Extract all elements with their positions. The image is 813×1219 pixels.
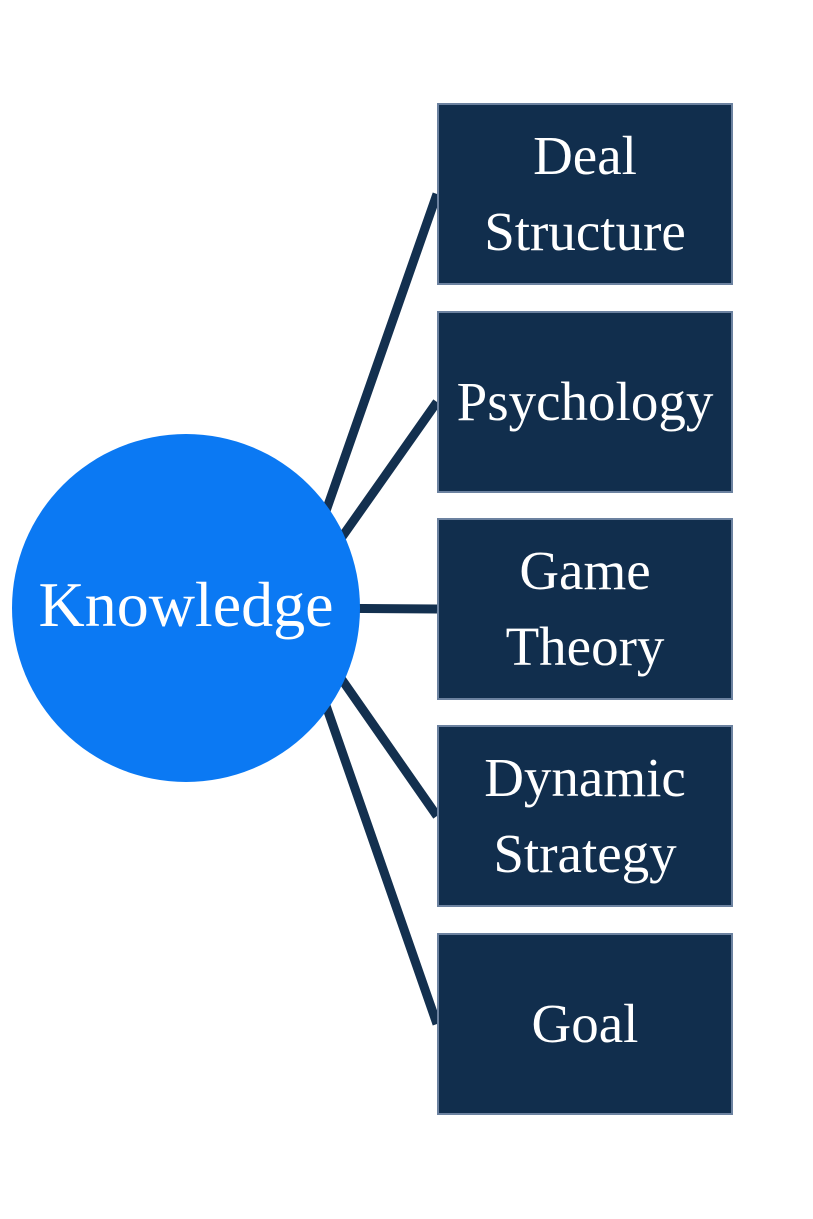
node-label: Dynamic Strategy: [484, 747, 686, 884]
node-label: Deal Structure: [484, 125, 686, 262]
node-label: Game Theory: [505, 540, 665, 677]
center-node-knowledge: Knowledge: [12, 434, 360, 782]
center-node-label: Knowledge: [38, 569, 334, 640]
node-box-psychology: Psychology: [437, 311, 733, 493]
node-box-dynamic-strategy: Dynamic Strategy: [437, 725, 733, 907]
node-box-game-theory: Game Theory: [437, 518, 733, 700]
node-box-goal: Goal: [437, 933, 733, 1115]
node-label: Goal: [531, 993, 639, 1055]
node-box-deal-structure: Deal Structure: [437, 103, 733, 285]
node-label: Psychology: [456, 371, 714, 433]
